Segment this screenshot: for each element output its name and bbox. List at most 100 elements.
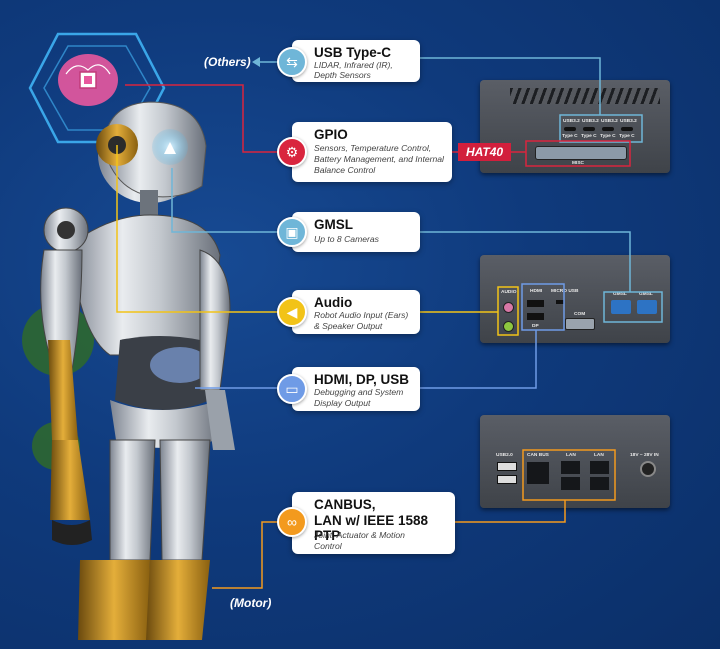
gmsl-desc-1: Up to 8 Cameras <box>314 234 379 244</box>
dp-port <box>527 313 544 320</box>
usb-icon: ⇆ <box>277 47 307 77</box>
lan-port <box>590 461 609 474</box>
typec-port <box>564 127 576 131</box>
brain-chip-icon <box>58 54 118 106</box>
robot-arm <box>40 207 92 545</box>
port-label-lan: LAN <box>566 453 576 458</box>
lan-port <box>561 477 580 490</box>
misc-connector <box>535 146 627 160</box>
gmsl-port <box>637 300 657 314</box>
gpio-connector-line <box>125 84 278 153</box>
hdmi-connector-line <box>420 330 537 389</box>
audio-jack <box>503 321 514 332</box>
canbus-connector-line <box>455 500 566 523</box>
port-label-com: COM <box>574 312 586 317</box>
robot-torso <box>69 214 221 448</box>
port-label-usb32: USB3.2 <box>620 119 637 124</box>
device-mid-panel: AUDIO HDMI MICRO USB DP COM GMSL GMSL <box>480 255 670 343</box>
canbus-desc-2: Control <box>314 541 342 551</box>
robot-arm-right <box>199 249 235 450</box>
usb-port-highlight <box>559 114 643 143</box>
hdmi-port-highlight <box>521 283 565 331</box>
audio-title: Audio <box>314 295 353 310</box>
device-top-panel: USB3.2 USB3.2 USB3.2 USB3.2 Type C Type … <box>480 80 670 173</box>
usb-typec-card: USB Type-C LIDAR, Infrared (IR), Depth S… <box>292 40 420 82</box>
canbus-title-1: CANBUS, <box>314 497 376 512</box>
port-label-usb20: USB2.0 <box>496 453 513 458</box>
lan-port <box>561 461 580 474</box>
hdmi-dp-usb-card: HDMI, DP, USB Debugging and System Displ… <box>292 367 420 411</box>
port-label-misc: MISC <box>572 161 584 166</box>
link-icon: ∞ <box>277 507 307 537</box>
misc-highlight <box>525 140 631 167</box>
gmsl-port-highlight <box>603 291 663 323</box>
canbus-connector-line-left <box>212 521 278 589</box>
port-label-typec: Type C <box>600 134 616 139</box>
port-label-dp: DP <box>532 324 539 329</box>
typec-port <box>583 127 595 131</box>
canbus-lan-card: CANBUS, LAN w/ IEEE 1588 PTP Joint, Actu… <box>292 492 455 554</box>
usb20-port <box>497 462 517 471</box>
gpio-title: GPIO <box>314 127 348 142</box>
hdmi-dp-usb-title: HDMI, DP, USB <box>314 372 410 387</box>
hdmi-port <box>527 300 544 307</box>
gmsl-port <box>611 300 631 314</box>
canbus-title-2: LAN w/ IEEE 1588 PTP <box>314 513 429 543</box>
hdmi-desc-1: Debugging and System <box>314 387 404 397</box>
speaker-icon: ◀ <box>277 297 307 327</box>
canbus-desc-1: Joint, Actuator & Motion <box>314 530 405 540</box>
device-bottom-panel: USB2.0 CAN BUS LAN LAN 18V ~ 28V IN <box>480 415 670 508</box>
hdmi-desc-2: Display Output <box>314 398 371 408</box>
port-label-gmsl: GMSL <box>613 292 627 297</box>
robot-head <box>96 101 207 220</box>
port-label-audio: AUDIO <box>501 290 517 295</box>
usb-connector-line <box>420 57 601 115</box>
usb-typec-desc-1: LIDAR, Infrared (IR), <box>314 60 393 70</box>
port-label-typec: Type C <box>581 134 597 139</box>
monitor-icon: ▭ <box>277 374 307 404</box>
port-label-usb32: USB3.2 <box>582 119 599 124</box>
canbus-lan-highlight <box>522 449 616 501</box>
port-label-lan: LAN <box>594 453 604 458</box>
port-label-usb32: USB3.2 <box>563 119 580 124</box>
typec-port <box>621 127 633 131</box>
port-label-typec: Type C <box>562 134 578 139</box>
gpio-desc-2: Battery Management, and Internal <box>314 154 444 164</box>
audio-jack <box>503 302 514 313</box>
port-label-power: 18V ~ 28V IN <box>630 453 659 458</box>
usb-typec-title: USB Type-C <box>314 45 392 60</box>
robot-legs <box>78 439 211 640</box>
others-arrowhead <box>252 57 260 67</box>
usb-typec-desc-2: Depth Sensors <box>314 70 371 80</box>
gmsl-connector-line <box>420 231 631 292</box>
camera-icon: ▣ <box>277 217 307 247</box>
typec-port <box>602 127 614 131</box>
port-label-gmsl: GMSL <box>639 292 653 297</box>
usb20-port <box>497 475 517 484</box>
micro-usb-port <box>556 300 564 304</box>
gpio-desc-3: Balance Control <box>314 165 376 175</box>
gmsl-title: GMSL <box>314 217 353 232</box>
canbus-port <box>527 462 549 484</box>
others-label: (Others) <box>204 55 251 69</box>
audio-card: Audio Robot Audio Input (Ears) & Speaker… <box>292 290 420 334</box>
port-label-hdmi: HDMI <box>530 289 543 294</box>
power-jack <box>640 461 656 477</box>
vent-grille <box>510 88 660 104</box>
audio-desc-1: Robot Audio Input (Ears) <box>314 310 409 320</box>
hat40-label: HAT40 <box>458 143 511 161</box>
audio-desc-2: & Speaker Output <box>314 321 383 331</box>
motor-label: (Motor) <box>230 596 272 610</box>
audio-port-highlight <box>497 286 519 336</box>
gpio-card: GPIO Sensors, Temperature Control, Batte… <box>292 122 452 182</box>
lan-port <box>590 477 609 490</box>
gpio-desc-1: Sensors, Temperature Control, <box>314 143 432 153</box>
com-port <box>565 318 595 330</box>
port-label-usb32: USB3.2 <box>601 119 618 124</box>
port-label-canbus: CAN BUS <box>527 453 549 458</box>
audio-connector-line-left <box>116 145 278 313</box>
gear-icon: ⚙ <box>277 137 307 167</box>
